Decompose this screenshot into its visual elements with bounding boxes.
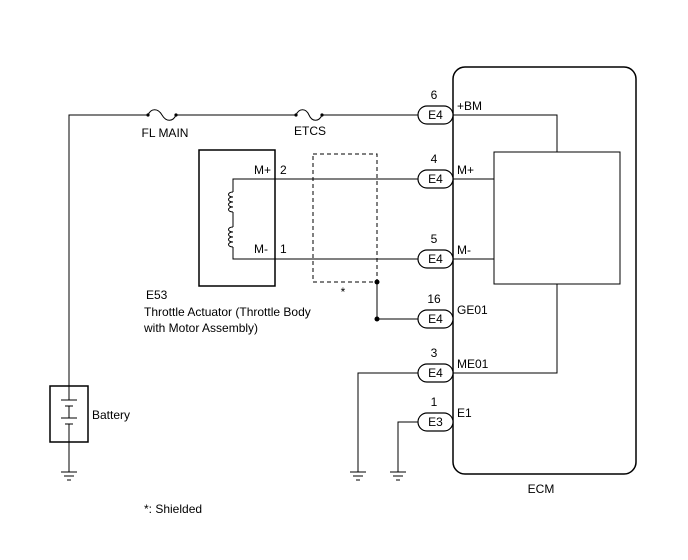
connector-code: E4 [428,252,443,266]
actuator-terminal-mplus-pin: 2 [280,163,287,177]
actuator-name-line2: with Motor Assembly) [143,321,258,335]
fuse-etcs-end-left [294,113,298,117]
connector-pin-number: 6 [431,88,438,102]
actuator-name-line1: Throttle Actuator (Throttle Body [144,305,311,319]
shield-junction-dot-upper [374,279,380,285]
e1-ground-wire [397,421,418,472]
motor-coil-lower-icon [228,226,234,248]
ecm-label: ECM [528,482,555,496]
throttle-actuator-box [198,149,276,287]
fuse-etcs-label: ETCS [294,124,326,138]
actuator-code: E53 [146,288,168,302]
battery-label: Battery [92,408,130,422]
fuse-fl-main-label: FL MAIN [142,126,189,140]
connector-pill [417,309,454,329]
actuator-terminal-mminus-label: M- [254,242,268,256]
fuse-etcs-end-right [320,113,324,117]
actuator-terminal-mplus-label: M+ [254,163,271,177]
me01-ground-icon [350,471,366,481]
ecm-box [452,66,637,475]
ecm-wire-bm [453,114,558,152]
shield-marker: * [341,285,346,299]
ecm-terminal-label: ME01 [457,357,489,371]
connector-pill [417,249,454,269]
motor-winding-wire [232,178,275,260]
connector-pill [417,363,454,383]
connector-code: E4 [428,366,443,380]
connector-pin-number: 5 [431,232,438,246]
connector-pin-number: 3 [431,346,438,360]
ecm-inner-block [493,151,621,285]
connector-pill [417,412,454,432]
power-wire [68,114,418,386]
battery-cell-icon [61,386,77,442]
connector-pin-number: 4 [431,152,438,166]
connector-pin-number: 16 [427,292,441,306]
connector-code: E4 [428,108,443,122]
ecm-terminal-label: +BM [457,99,482,113]
connector-code: E4 [428,172,443,186]
shield-dashed-box [312,153,378,283]
actuator-terminal-mminus-pin: 1 [280,242,287,256]
fuse-fl-main-end-left [146,113,150,117]
shield-drain-wire [376,282,418,320]
me01-ground-wire [357,372,418,472]
ecm-terminal-label: GE01 [457,303,488,317]
connector-code: E4 [428,312,443,326]
ecm-terminal-label: E1 [457,406,472,420]
connector-code: E3 [428,415,443,429]
fuse-fl-main-end-right [174,113,178,117]
fuse-fl-main-icon [147,109,177,121]
motor-coil-upper-icon [228,191,234,213]
ecm-terminal-label: M+ [457,163,474,177]
shield-footnote: *: Shielded [144,502,202,516]
fuse-etcs-icon [295,109,323,121]
battery-ground-icon [61,471,77,481]
ecm-terminal-label: M- [457,243,471,257]
ecm-wire-me01 [453,284,558,374]
e1-ground-icon [390,471,406,481]
connector-pill [417,169,454,189]
shield-junction-dot-lower [374,316,380,322]
connector-pill [417,105,454,125]
connector-pin-number: 1 [431,395,438,409]
